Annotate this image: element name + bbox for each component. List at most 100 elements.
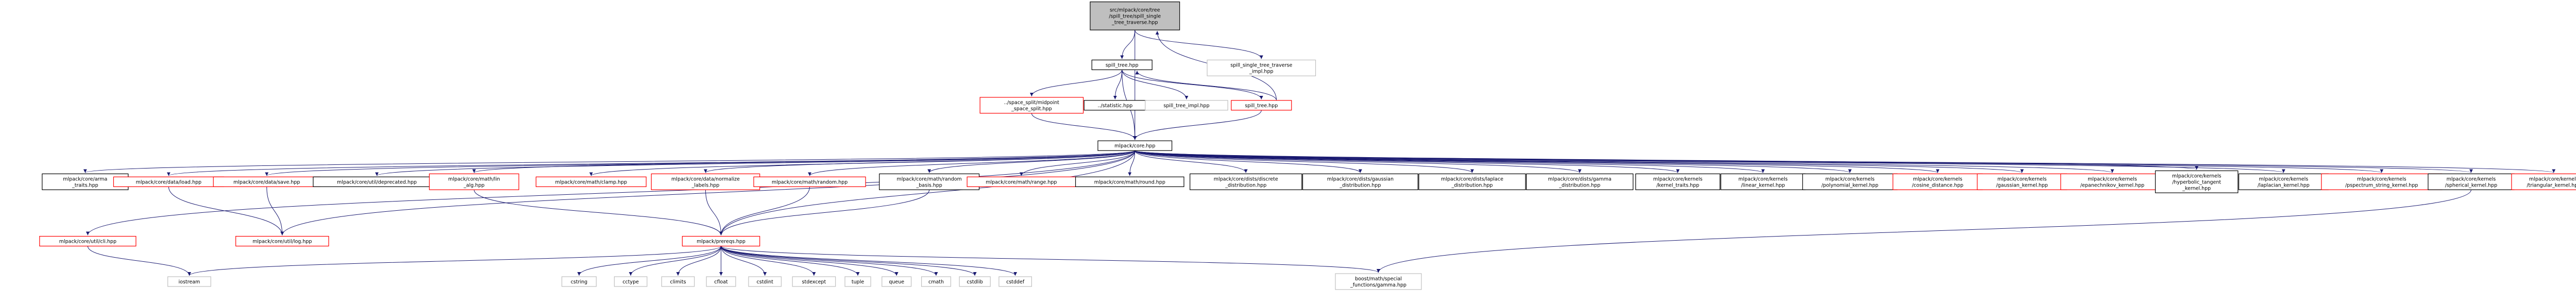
node-core[interactable]: mlpack/core.hpp (1097, 140, 1173, 151)
node-box (792, 276, 836, 287)
node-label-line: _functions/gamma.hpp (1350, 282, 1406, 288)
node-box (1302, 173, 1418, 190)
node-label-line: _alg.hpp (463, 182, 484, 188)
edge-prereqs-to-queue (721, 246, 899, 276)
node-box (235, 235, 329, 247)
node-stdexcept[interactable]: stdexcept (792, 276, 836, 287)
node-math-range[interactable]: mlpack/core/math/range.hpp (967, 176, 1076, 187)
node-deprecated[interactable]: mlpack/core/util/deprecated.hpp (313, 176, 441, 187)
node-gamma-dist[interactable]: mlpack/core/dists/gamma_distribution.hpp (1526, 173, 1634, 190)
node-box (1418, 173, 1526, 190)
node-prereqs[interactable]: mlpack/prereqs.hpp (682, 235, 760, 247)
node-normalize-labels[interactable]: mlpack/core/data/normalize_labels.hpp (651, 173, 760, 190)
node-laplacian-kernel[interactable]: mlpack/core/kernels/laplacian_kernel.hpp (2238, 173, 2329, 190)
node-data-load[interactable]: mlpack/core/data/load.hpp (113, 176, 224, 187)
node-arma-traits[interactable]: mlpack/core/arma_traits.hpp (42, 173, 129, 190)
node-tuple[interactable]: tuple (844, 276, 871, 287)
node-cstdlib[interactable]: cstdlib (959, 276, 991, 287)
node-label-line: _distribution.hpp (1558, 182, 1600, 188)
node-statistic[interactable]: ../statistic.hpp (1083, 100, 1147, 111)
node-gaussian-kernel[interactable]: mlpack/core/kernels/gaussian_kernel.hpp (1977, 173, 2067, 190)
node-queue[interactable]: queue (882, 276, 912, 287)
node-cmath[interactable]: cmath (921, 276, 952, 287)
node-box (561, 276, 597, 287)
node-laplace-dist[interactable]: mlpack/core/dists/laplace_distribution.h… (1418, 173, 1526, 190)
node-linear-kernel[interactable]: mlpack/core/kernels/linear_kernel.hpp (1720, 173, 1806, 190)
node-discrete-dist[interactable]: mlpack/core/dists/discrete_distribution.… (1190, 173, 1302, 190)
node-math-round[interactable]: mlpack/core/math/round.hpp (1075, 176, 1184, 187)
node-spherical-kernel[interactable]: mlpack/core/kernels/spherical_kernel.hpp (2428, 173, 2515, 190)
node-label-line: mlpack/core/math/round.hpp (1094, 179, 1165, 185)
edge-core-to-math_range (1019, 150, 1136, 176)
node-iostream[interactable]: iostream (167, 276, 211, 287)
edge-prereqs-to-stdexcept (721, 246, 816, 276)
node-cstring[interactable]: cstring (561, 276, 597, 287)
node-cli[interactable]: mlpack/core/util/cli.hpp (39, 235, 137, 247)
node-math-lin-alg[interactable]: mlpack/core/math/lin_alg.hpp (429, 173, 519, 190)
edge-data_save-to-log (266, 187, 284, 235)
node-box (39, 235, 137, 247)
node-cstdint[interactable]: cstdint (748, 276, 782, 287)
edge-core-to-triangular_kernel (1134, 150, 2555, 173)
node-box (1090, 1, 1180, 30)
node-kernel-traits[interactable]: mlpack/core/kernels/kernel_traits.hpp (1635, 173, 1721, 190)
node-box (1091, 59, 1153, 71)
node-label-line: cstdlib (967, 279, 983, 285)
node-cctype[interactable]: cctype (614, 276, 648, 287)
edge-core-to-linear_kernel (1134, 150, 1765, 173)
edge-core-to-gamma_dist (1134, 150, 1582, 173)
node-epanechnikov[interactable]: mlpack/core/kernels/epanechnikov_kernel.… (2060, 173, 2164, 190)
node-label-line: mlpack/core/data/save.hpp (233, 179, 300, 185)
edge-core-to-cli (86, 150, 1136, 235)
node-box (706, 276, 736, 287)
edge-math_lin_alg-to-prereqs (473, 190, 723, 235)
node-random-basis[interactable]: mlpack/core/math/random_basis.hpp (879, 173, 980, 190)
node-label-line: mlpack/core/math/random (897, 176, 962, 182)
edge-prereqs-to-iostream (188, 246, 722, 276)
node-label-line: mlpack/core/data/normalize (671, 176, 740, 182)
node-spill-tree[interactable]: spill_tree.hpp (1091, 59, 1153, 71)
node-polynomial-kernel[interactable]: mlpack/core/kernels/polynomial_kernel.hp… (1802, 173, 1898, 190)
node-label-line: mlpack/core/dists/gaussian (1327, 176, 1394, 182)
node-climits[interactable]: climits (661, 276, 695, 287)
node-pspectrum[interactable]: mlpack/core/kernels/pspectrum_string_ker… (2321, 173, 2443, 190)
node-cfloat[interactable]: cfloat (706, 276, 736, 287)
node-gaussian-dist[interactable]: mlpack/core/dists/gaussian_distribution.… (1302, 173, 1418, 190)
node-boost-gamma[interactable]: boost/math/special_functions/gamma.hpp (1335, 273, 1422, 290)
edge-midpoint-to-core (1031, 113, 1137, 140)
edge-root-to-sstt_impl (1134, 30, 1263, 59)
node-log[interactable]: mlpack/core/util/log.hpp (235, 235, 329, 247)
node-label-line: mlpack/core/data/load.hpp (136, 179, 201, 185)
node-box (979, 97, 1084, 114)
node-cstddef[interactable]: cstddef (998, 276, 1032, 287)
node-label-line: mlpack/core/util/log.hpp (252, 239, 312, 245)
node-label-line: mlpack/core/kernels (2259, 176, 2309, 182)
node-label-line: ../space_split/midpoint (1004, 100, 1059, 106)
node-spill-tree-impl[interactable]: spill_tree_impl.hpp (1145, 100, 1228, 111)
node-box (1977, 173, 2067, 190)
node-root: src/mlpack/core/tree/spill_tree/spill_si… (1090, 1, 1180, 30)
node-label-line: tuple (852, 279, 864, 285)
node-hyperbolic-tangent[interactable]: mlpack/core/kernels/hyperbolic_tangent_k… (2155, 170, 2239, 193)
edge-spill_tree_red-to-core (1133, 110, 1262, 140)
node-box (535, 176, 647, 187)
node-math-clamp[interactable]: mlpack/core/math/clamp.hpp (535, 176, 647, 187)
node-midpoint[interactable]: ../space_split/midpoint_space_split.hpp (979, 97, 1084, 114)
node-math-random[interactable]: mlpack/core/math/random.hpp (753, 176, 866, 187)
node-cosine-distance[interactable]: mlpack/core/kernels/cosine_distance.hpp (1892, 173, 1983, 190)
edge-core-to-kernel_traits (1134, 150, 1680, 173)
node-sstt-impl[interactable]: spill_single_tree_traverse_impl.hpp (1207, 59, 1316, 76)
node-label-line: _space_split.hpp (1011, 106, 1052, 112)
node-spill-tree-red[interactable]: spill_tree.hpp (1231, 100, 1292, 111)
edge-core-to-log (280, 150, 1136, 235)
node-data-save[interactable]: mlpack/core/data/save.hpp (213, 176, 320, 187)
node-label-line: mlpack/core/dists/discrete (1214, 176, 1278, 182)
node-label-line: mlpack/core/math/lin (448, 176, 500, 182)
edge-prereqs-to-boost_gamma (721, 246, 1380, 273)
node-triangular-kernel[interactable]: mlpack/core/kernels/triangular_kernel.hp… (2511, 173, 2576, 190)
node-label-line: src/mlpack/core/tree (1110, 7, 1160, 13)
edge-spill_tree-to-spill_tree_red (1122, 70, 1263, 99)
node-label-line: spill_tree.hpp (1106, 62, 1139, 68)
edge-math_random-to-prereqs (719, 187, 810, 235)
